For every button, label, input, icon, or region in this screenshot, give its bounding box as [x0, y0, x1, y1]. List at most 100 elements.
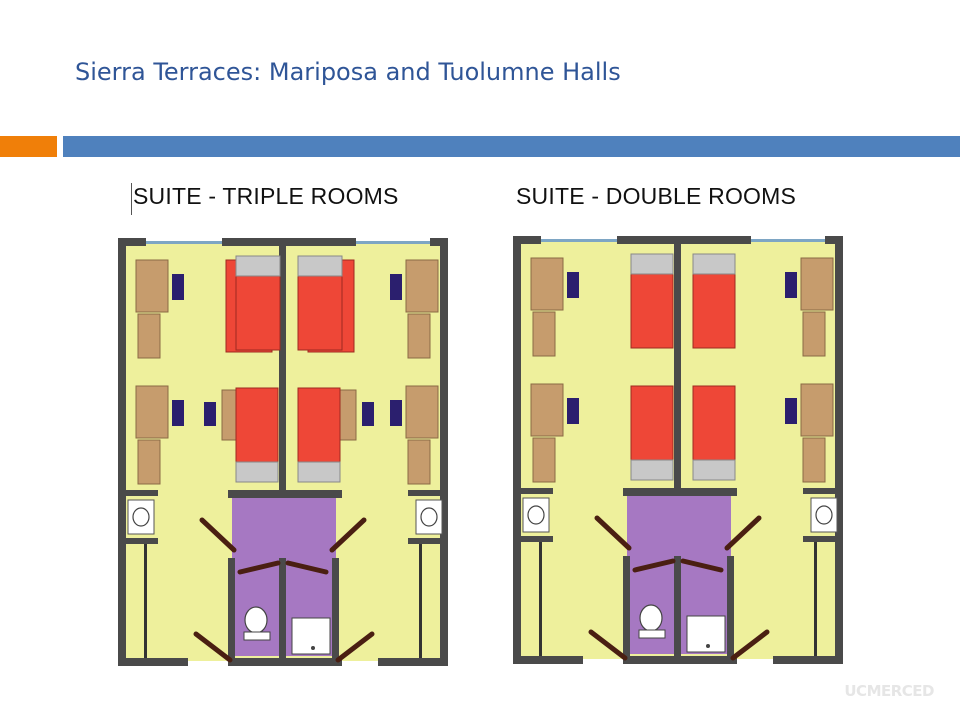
pillow — [297, 461, 341, 483]
closet-wall-right-bottom — [408, 538, 448, 544]
wall-top-center — [617, 236, 751, 244]
wall-right — [835, 236, 843, 664]
toilet-tank — [638, 629, 666, 639]
wardrobe-line-left — [539, 542, 542, 656]
chair-icon — [362, 402, 374, 426]
door-swing — [237, 560, 281, 575]
toilet-icon — [639, 604, 663, 632]
wall-bottom-center — [228, 658, 342, 666]
wall-bottom-center — [623, 656, 737, 664]
door-swing — [193, 631, 233, 663]
desk — [405, 385, 439, 439]
bath-wall-middle — [674, 556, 681, 656]
chair-icon — [785, 272, 797, 298]
pillow — [692, 253, 736, 275]
wall-top-left — [118, 238, 146, 246]
wall-right — [440, 238, 448, 666]
desk-drawer — [407, 313, 431, 359]
sink-icon — [815, 505, 833, 525]
door-swing — [724, 515, 762, 551]
pillow — [692, 459, 736, 481]
closet-wall-right-top — [408, 490, 448, 496]
pillow — [297, 255, 343, 277]
floor-plan-double — [513, 236, 843, 664]
window-left — [146, 241, 222, 244]
bath-wall-top — [228, 490, 342, 498]
pillow — [235, 461, 279, 483]
shower-drain-icon — [706, 644, 710, 648]
desk-drawer — [532, 311, 556, 357]
closet-wall-left-top — [118, 490, 158, 496]
bath-wall-top — [623, 488, 737, 496]
desk — [530, 257, 564, 311]
desk — [405, 259, 439, 313]
door-swing — [285, 560, 329, 575]
pillow — [630, 253, 674, 275]
pillow — [235, 255, 281, 277]
accent-bar-orange — [0, 136, 57, 157]
wall-top-left — [513, 236, 541, 244]
desk-drawer — [802, 311, 826, 357]
desk — [135, 385, 169, 439]
chair-icon — [785, 398, 797, 424]
closet-wall-right-top — [803, 488, 843, 494]
chair-icon — [172, 274, 184, 300]
window-left — [541, 239, 617, 242]
wall-left — [118, 238, 126, 666]
wall-top-right — [825, 236, 843, 244]
desk — [800, 383, 834, 437]
sink-icon — [527, 505, 545, 525]
closet-wall-right-bottom — [803, 536, 843, 542]
door-swing — [632, 558, 676, 573]
bath-wall-middle — [279, 558, 286, 658]
door-swing — [335, 631, 375, 663]
shower-drain-icon — [311, 646, 315, 650]
wall-bottom-left — [513, 656, 583, 664]
door-swing — [730, 629, 770, 661]
closet-wall-left-top — [513, 488, 553, 494]
wall-bottom-left — [118, 658, 188, 666]
bath-wall-left — [228, 558, 235, 658]
text-cursor — [131, 183, 132, 215]
wall-left — [513, 236, 521, 664]
chair-icon — [204, 402, 216, 426]
ucmerced-watermark: UCMERCED — [844, 682, 934, 700]
wall-bottom-right — [378, 658, 448, 666]
desk — [530, 383, 564, 437]
desk-drawer — [532, 437, 556, 483]
accent-bar-blue — [63, 136, 960, 157]
wall-top-right — [430, 238, 448, 246]
wardrobe-line-left — [144, 544, 147, 658]
desk-drawer — [137, 313, 161, 359]
chair-icon — [567, 398, 579, 424]
sink-icon — [132, 507, 150, 527]
nightstand — [339, 389, 357, 441]
shower-stall — [686, 615, 726, 653]
shower-stall — [291, 617, 331, 655]
plan-heading-triple: SUITE - TRIPLE ROOMS — [133, 183, 399, 209]
desk-drawer — [137, 439, 161, 485]
bath-wall-right — [727, 556, 734, 656]
closet-wall-left-bottom — [513, 536, 553, 542]
door-swing — [588, 629, 628, 661]
door-swing — [594, 515, 632, 551]
wardrobe-line-right — [814, 542, 817, 656]
door-swing — [199, 517, 237, 553]
door-swing — [329, 517, 367, 553]
wall-center-partition — [674, 244, 681, 488]
toilet-icon — [244, 606, 268, 634]
toilet-tank — [243, 631, 271, 641]
chair-icon — [567, 272, 579, 298]
wall-center-partition — [279, 246, 286, 490]
bath-wall-right — [332, 558, 339, 658]
wardrobe-line-right — [419, 544, 422, 658]
sink-icon — [420, 507, 438, 527]
wall-bottom-right — [773, 656, 843, 664]
desk-drawer — [802, 437, 826, 483]
pillow — [630, 459, 674, 481]
window-right — [356, 241, 430, 244]
plan-heading-double: SUITE - DOUBLE ROOMS — [516, 183, 797, 209]
desk-drawer — [407, 439, 431, 485]
slide-title: Sierra Terraces: Mariposa and Tuolumne H… — [75, 58, 621, 86]
chair-icon — [390, 274, 402, 300]
